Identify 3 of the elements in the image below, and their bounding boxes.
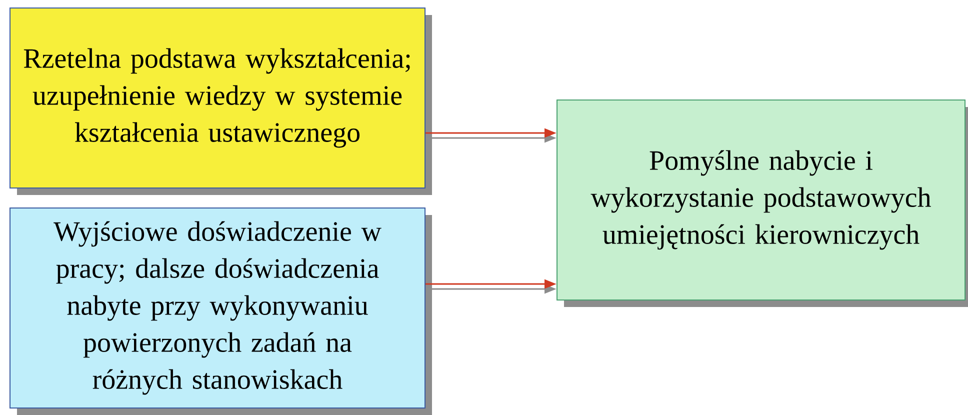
process-box: Rzetelna podstawa wykształcenia; uzupełnienie wiedzy w systemie kształcenia ustawicznego [10, 8, 432, 195]
process-box: Wyjściowe doświadczenie w pracy; dalsze doświadczenia nabyte przy wykonywaniu powierzonych zadań na różnych stanowiskach [10, 208, 432, 415]
process-box: Pomyślne nabycie i wykorzystanie podstawowych umiejętności kierowniczych [556, 100, 968, 307]
